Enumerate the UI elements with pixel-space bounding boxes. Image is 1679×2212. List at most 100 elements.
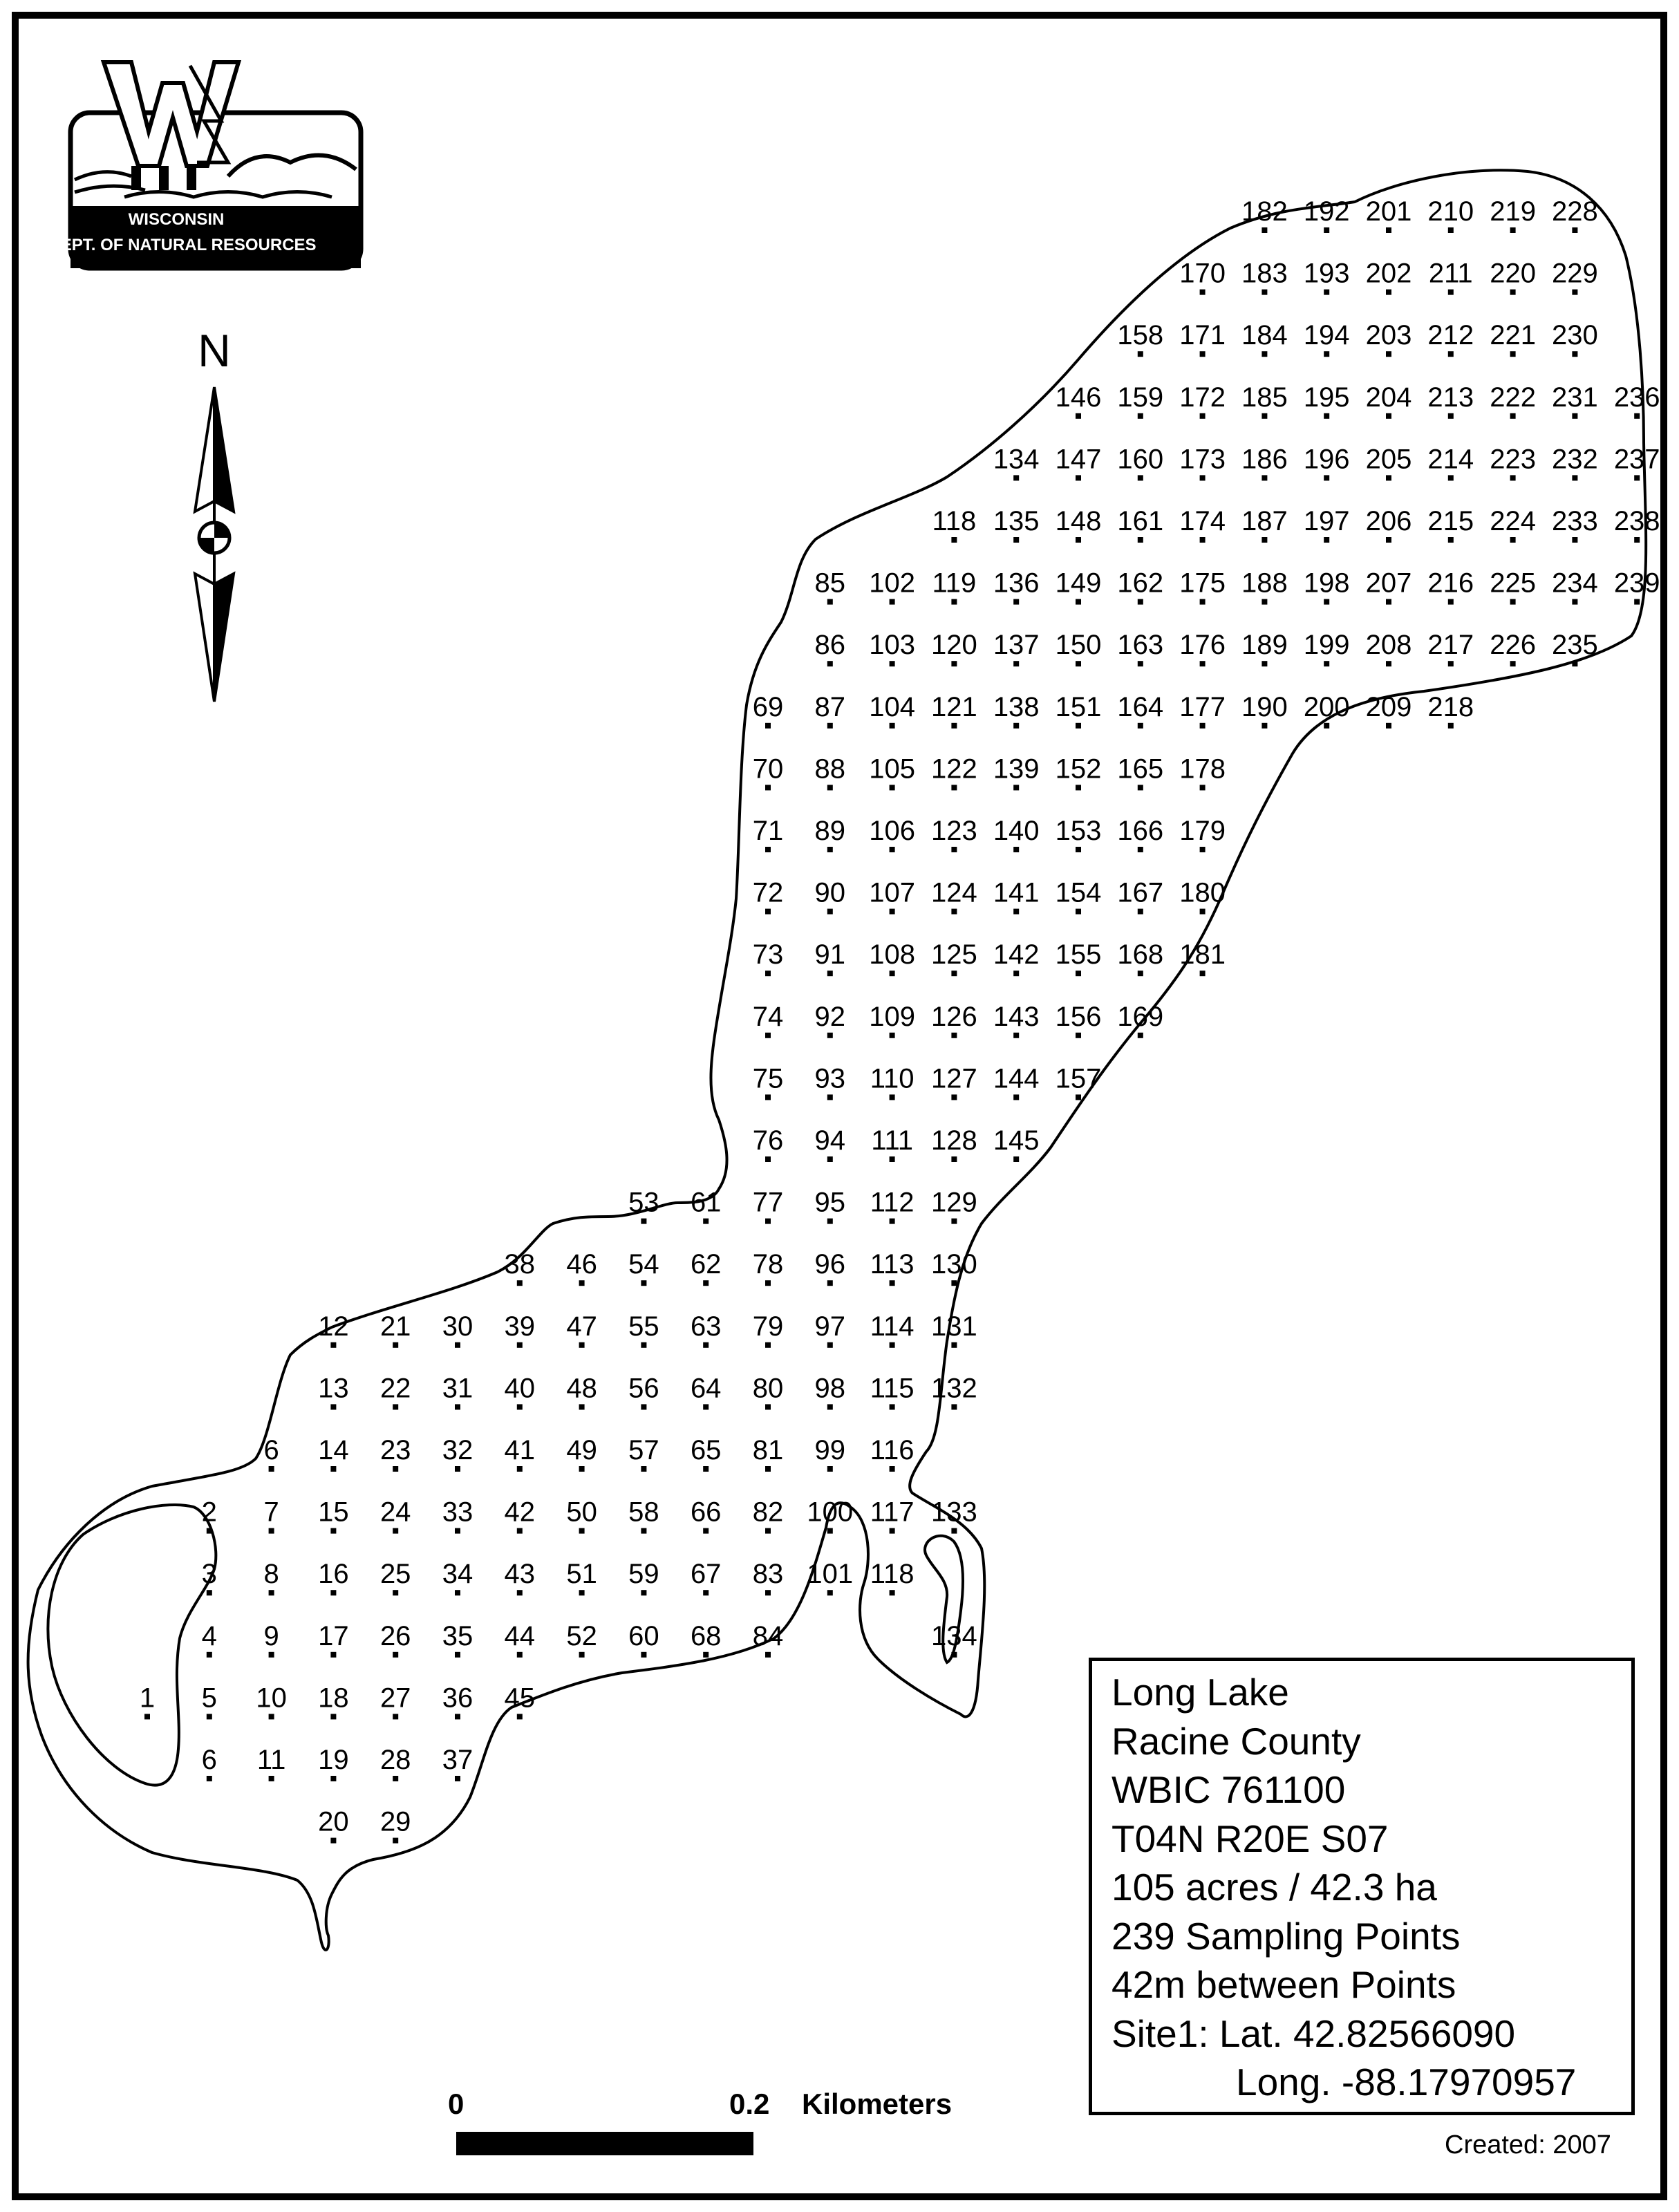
sampling-point-label: 211 <box>1429 259 1473 289</box>
sampling-point-label: 69 <box>753 692 784 722</box>
sampling-point-label: 212 <box>1427 320 1474 350</box>
sampling-point-marker <box>765 847 771 852</box>
sampling-point-marker <box>1510 289 1516 295</box>
sampling-point-label: 27 <box>380 1683 411 1713</box>
sampling-point-label: 50 <box>566 1497 597 1528</box>
sampling-point-label: 5 <box>202 1683 217 1713</box>
sampling-point-marker <box>703 1218 709 1224</box>
sampling-point-label: 110 <box>870 1063 914 1094</box>
sampling-point-label: 238 <box>1614 506 1660 536</box>
sampling-point-label: 2 <box>202 1497 217 1528</box>
sampling-point-marker <box>1324 351 1330 357</box>
sampling-point-marker <box>951 1342 957 1348</box>
sampling-point-label: 216 <box>1427 568 1474 599</box>
sampling-point-label: 148 <box>1056 506 1102 536</box>
sampling-point-label: 114 <box>870 1311 914 1342</box>
sampling-point-label: 93 <box>815 1063 846 1094</box>
sampling-point-marker <box>1572 661 1578 667</box>
sampling-point-label: 6 <box>202 1745 217 1775</box>
site-longitude: Long. -88.17970957 <box>1236 2061 1577 2103</box>
sampling-point-label: 19 <box>318 1745 349 1775</box>
sampling-point-label: 137 <box>993 630 1040 660</box>
sampling-point-label: 49 <box>566 1435 597 1465</box>
sampling-point-label: 194 <box>1304 320 1350 350</box>
logo-line-2: DEPT. OF NATURAL RESOURCES <box>48 236 316 254</box>
sampling-point-marker <box>827 847 833 852</box>
sampling-point-marker <box>1447 351 1454 357</box>
sampling-point-label: 146 <box>1056 382 1102 413</box>
lake-shoreline <box>26 169 1648 1951</box>
sampling-point-marker <box>889 908 895 915</box>
sampling-point-marker <box>951 1218 957 1224</box>
sampling-point-marker <box>1510 537 1516 543</box>
sampling-point-marker <box>1261 475 1268 481</box>
sampling-point-marker <box>827 1156 833 1162</box>
sampling-point-marker <box>1137 1032 1143 1038</box>
sampling-point-label: 74 <box>753 1002 784 1032</box>
sampling-point-label: 66 <box>691 1497 722 1528</box>
sampling-point-label: 53 <box>628 1188 659 1218</box>
sampling-point-label: 153 <box>1056 816 1102 846</box>
sampling-point-marker <box>1324 599 1330 605</box>
sampling-point-marker <box>330 1404 337 1410</box>
sampling-point-marker <box>889 599 895 605</box>
sampling-point-label: 224 <box>1490 506 1536 536</box>
sampling-point-label: 161 <box>1117 506 1163 536</box>
sampling-point-marker <box>1572 351 1578 357</box>
sampling-point-label: 9 <box>263 1621 279 1651</box>
sampling-point-label: 174 <box>1179 506 1226 536</box>
sampling-point-label: 73 <box>753 939 784 970</box>
sampling-point-marker <box>1013 908 1020 915</box>
sampling-point-label: 15 <box>318 1497 349 1528</box>
sampling-point-marker <box>889 1342 895 1348</box>
sampling-point-label: 180 <box>1179 878 1226 908</box>
sampling-point-label: 47 <box>566 1311 597 1342</box>
sampling-point-label: 203 <box>1366 320 1412 350</box>
sampling-point-label: 222 <box>1490 382 1536 413</box>
sampling-point-marker <box>206 1590 212 1596</box>
sampling-point-marker <box>330 1651 337 1658</box>
sampling-point-label: 214 <box>1427 444 1474 474</box>
sampling-point-marker <box>1447 227 1454 233</box>
sampling-point-label: 37 <box>442 1745 473 1775</box>
sampling-point-label: 143 <box>993 1002 1040 1032</box>
sampling-point-label: 181 <box>1179 939 1226 970</box>
sampling-point-marker <box>765 1404 771 1410</box>
sampling-point-label: 226 <box>1490 630 1536 660</box>
sampling-point-marker <box>951 1528 957 1534</box>
sampling-point-marker <box>703 1590 709 1596</box>
sampling-point-label: 31 <box>442 1373 473 1403</box>
county: Racine County <box>1111 1719 1361 1763</box>
sampling-point-label: 100 <box>807 1497 853 1528</box>
sampling-point-label: 80 <box>753 1373 784 1403</box>
sampling-point-marker <box>1137 413 1143 419</box>
sampling-point-marker <box>889 847 895 852</box>
sampling-point-label: 11 <box>257 1745 286 1775</box>
sampling-point-marker <box>393 1837 399 1844</box>
sampling-point-label: 167 <box>1117 878 1163 908</box>
sampling-point-marker <box>1572 289 1578 295</box>
sampling-point-marker <box>1137 847 1143 852</box>
lake-name: Long Lake <box>1111 1671 1289 1714</box>
sampling-point-marker <box>889 1404 895 1410</box>
sampling-point-marker <box>516 1528 523 1534</box>
sampling-point-label: 178 <box>1179 753 1226 784</box>
sampling-point-marker <box>579 1280 585 1286</box>
sampling-point-label: 68 <box>691 1621 722 1651</box>
sampling-point-marker <box>1013 971 1020 977</box>
sampling-point-marker <box>827 1032 833 1038</box>
sampling-point-marker <box>1137 475 1143 481</box>
sampling-point-marker <box>827 971 833 977</box>
sampling-point-label: 8 <box>263 1559 279 1589</box>
sampling-point-label: 26 <box>380 1621 411 1651</box>
sampling-point-marker <box>393 1404 399 1410</box>
sampling-point-label: 128 <box>931 1125 977 1156</box>
sampling-point-marker <box>1076 971 1081 977</box>
sampling-point-label: 149 <box>1056 568 1102 599</box>
scale-end-label: 0.2 <box>729 2088 770 2120</box>
sampling-point-label: 101 <box>807 1559 853 1589</box>
sampling-point-marker <box>1261 351 1268 357</box>
sampling-point-label: 84 <box>753 1621 784 1651</box>
sampling-point-label: 108 <box>869 939 915 970</box>
